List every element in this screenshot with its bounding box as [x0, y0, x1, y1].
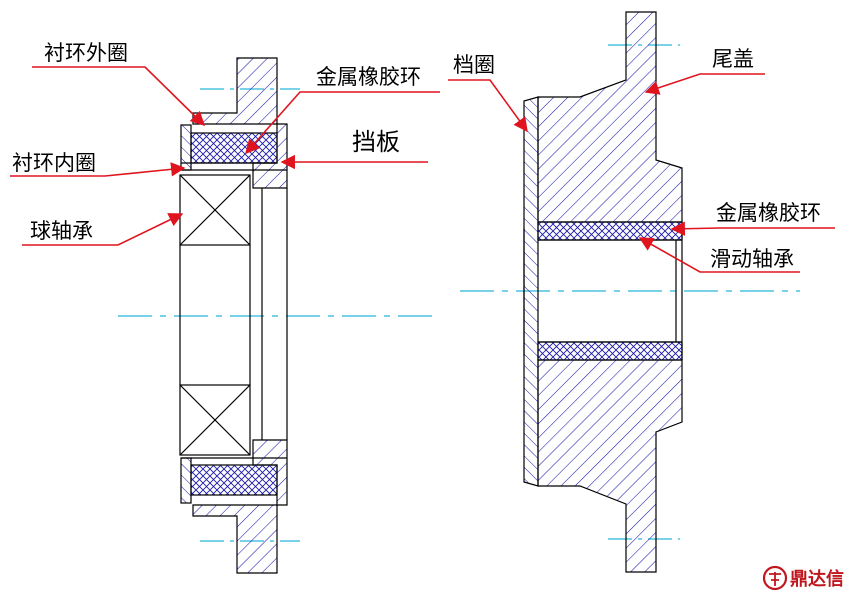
label-baffle: 挡板 [352, 128, 400, 156]
leader-outer-ring [32, 66, 206, 127]
metal-rubber-ring-upper [537, 221, 683, 241]
label-metal-rubber-ring-right: 金属橡胶环 [716, 201, 821, 225]
leader-inner-ring [10, 162, 186, 177]
watermark-logo-icon [762, 565, 788, 591]
leader-sliding-bearing [638, 237, 800, 273]
label-outer-ring: 衬环外圈 [44, 41, 128, 65]
right-assembly [460, 11, 800, 573]
label-metal-rubber-ring-left: 金属橡胶环 [316, 65, 421, 89]
leader-lines [10, 66, 835, 273]
label-sliding-bearing: 滑动轴承 [710, 247, 794, 271]
watermark-text: 鼎达信 [790, 568, 844, 590]
label-retaining-ring: 档圈 [453, 53, 495, 77]
retaining-ring [523, 96, 539, 487]
outer-ring-bottom [192, 504, 278, 574]
leader-metal-rubber-ring-left [245, 91, 440, 155]
leader-retaining-ring [448, 79, 528, 133]
left-assembly [118, 57, 440, 574]
leader-tail-cover [644, 73, 765, 95]
label-ball-bearing: 球轴承 [30, 219, 93, 243]
outer-ring-top [192, 57, 278, 125]
tail-cover-upper [537, 11, 683, 223]
tail-cover-lower [537, 359, 683, 573]
leader-metal-rubber-ring-right [670, 221, 835, 236]
inner-ring-bottom [180, 457, 192, 504]
metal-rubber-ring-bottom [190, 464, 278, 496]
leader-ball-bearing [22, 213, 184, 246]
label-inner-ring: 衬环内圈 [12, 151, 96, 175]
metal-rubber-ring-lower [537, 341, 683, 361]
watermark: 鼎达信 [762, 565, 844, 591]
label-tail-cover: 尾盖 [712, 47, 754, 71]
metal-rubber-ring-top [190, 132, 278, 164]
